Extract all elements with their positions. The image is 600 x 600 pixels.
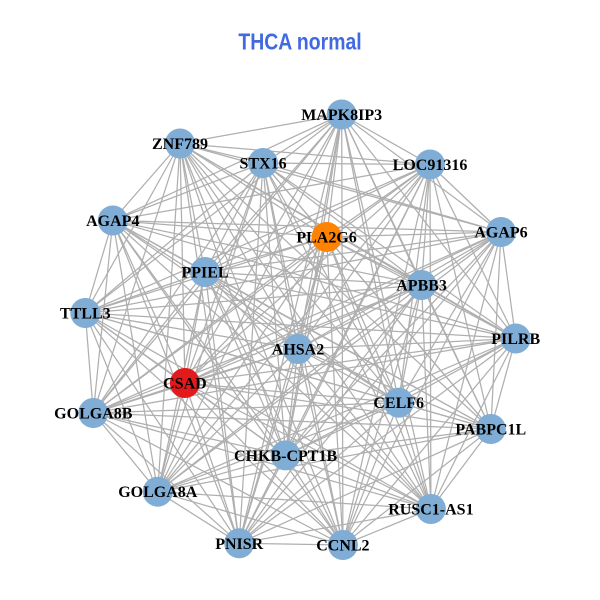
svg-text:AGAP6: AGAP6 [474,225,527,242]
svg-text:AGAP4: AGAP4 [86,213,139,230]
svg-text:THCA normal: THCA normal [238,29,361,55]
svg-text:CSAD: CSAD [163,376,207,393]
svg-text:MAPK8IP3: MAPK8IP3 [301,107,382,124]
svg-text:LOC91316: LOC91316 [393,157,468,174]
svg-text:PLA2G6: PLA2G6 [296,230,356,247]
svg-text:APBB3: APBB3 [396,278,447,295]
svg-text:TTLL3: TTLL3 [60,306,111,323]
svg-text:PNISR: PNISR [215,536,263,553]
svg-text:CELF6: CELF6 [373,395,424,412]
svg-text:RUSC1-AS1: RUSC1-AS1 [388,502,473,519]
svg-text:ZNF789: ZNF789 [152,136,208,153]
svg-text:AHSA2: AHSA2 [272,342,324,359]
svg-text:PILRB: PILRB [491,331,540,348]
svg-text:CHKB-CPT1B: CHKB-CPT1B [234,448,337,465]
svg-text:PPIEL: PPIEL [181,265,228,282]
svg-text:STX16: STX16 [239,156,286,173]
svg-text:PABPC1L: PABPC1L [455,422,526,439]
svg-text:GOLGA8B: GOLGA8B [54,406,133,423]
svg-text:GOLGA8A: GOLGA8A [118,484,198,501]
svg-text:CCNL2: CCNL2 [316,538,369,555]
